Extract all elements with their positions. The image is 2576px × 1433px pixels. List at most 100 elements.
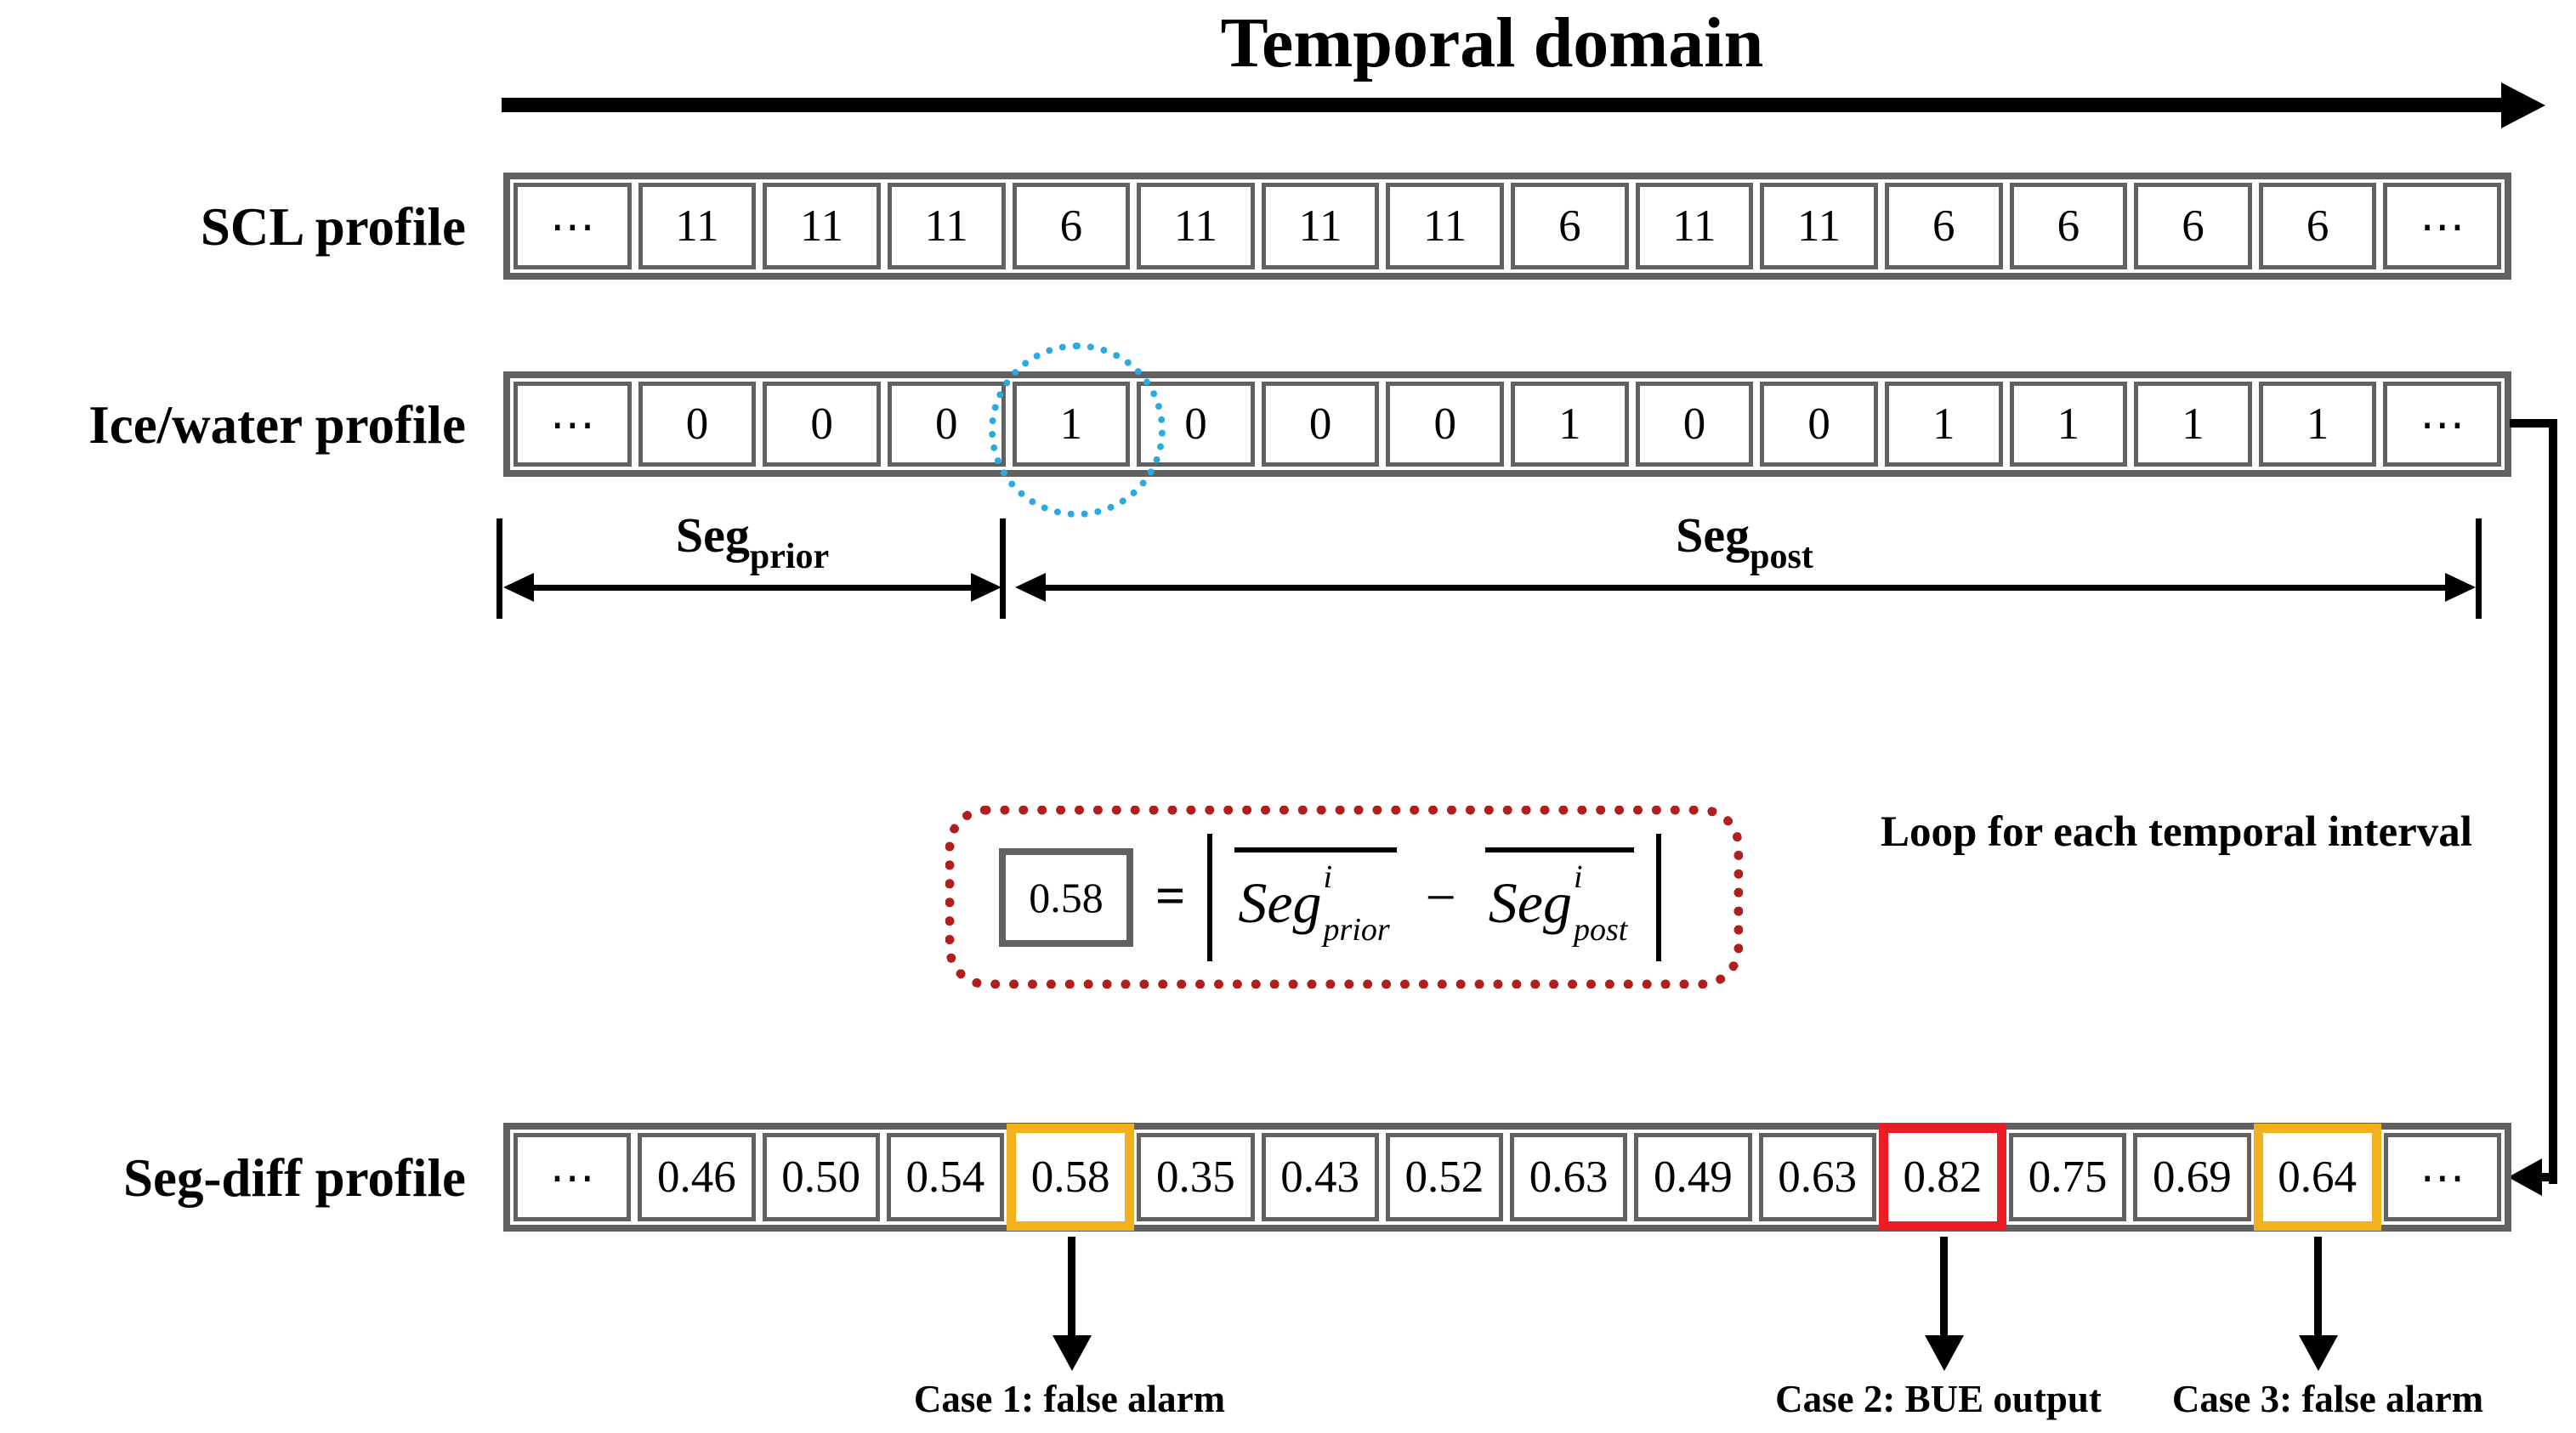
seg-post-arrowhead-left-icon: [1015, 573, 1046, 602]
abs-bar-right-icon: [1656, 833, 1662, 961]
term-prior-scripts: i prior: [1322, 858, 1390, 948]
segdiff-cell-value: 0.54: [905, 1153, 985, 1202]
term-post-superscript: i: [1573, 858, 1583, 895]
segdiff-cell-value: 0.35: [1156, 1153, 1235, 1202]
ice-cell-value: 0: [1433, 399, 1456, 449]
seg-post-extent-line: [1037, 585, 2454, 591]
scl-cell-6: 11: [1261, 183, 1380, 269]
case2-arrow-line: [1940, 1237, 1948, 1337]
segdiff-cell-15: ⋯: [2383, 1133, 2501, 1221]
temporal-domain-arrow-head-icon: [2501, 82, 2545, 128]
segdiff-cell-1: 0.46: [638, 1133, 756, 1221]
scl-cell-value: 11: [675, 201, 719, 251]
term-post-subscript: post: [1573, 911, 1628, 948]
ice-cell-11: 1: [1884, 382, 2003, 467]
ice-cell-value: 0: [1308, 399, 1332, 449]
scl-cell-value: ⋯: [2420, 201, 2465, 252]
term-post-scripts: i post: [1572, 858, 1627, 948]
ice-cell-14: 1: [2258, 382, 2377, 467]
segdiff-cell-8: 0.63: [1510, 1133, 1628, 1221]
segdiff-cell-value: 0.46: [657, 1153, 736, 1202]
seg-prior-arrowhead-left-icon: [503, 573, 534, 602]
scl-cell-value: ⋯: [549, 201, 595, 252]
scl-cell-value: 11: [800, 201, 844, 251]
segdiff-cell-5: 0.35: [1137, 1133, 1255, 1221]
ice-cell-1: 0: [638, 382, 757, 467]
ice-cell-value: 0: [685, 399, 709, 449]
scl-cell-0: ⋯: [513, 183, 632, 269]
ice-cell-value: 0: [1184, 399, 1207, 449]
segdiff-cell-value: 0.52: [1404, 1153, 1484, 1202]
scl-cell-2: 11: [763, 183, 881, 269]
segdiff-cell-10: 0.63: [1758, 1133, 1876, 1221]
seg-post-arrowhead-right-icon: [2445, 573, 2476, 602]
seg-prior-left-tick: [496, 518, 502, 619]
scl-cell-value: 11: [1173, 201, 1217, 251]
equals-sign: =: [1155, 868, 1186, 926]
segdiff-cell-value: 0.50: [781, 1153, 860, 1202]
ice-cell-6: 0: [1261, 382, 1380, 467]
segdiff-cell-value: 0.75: [2028, 1153, 2108, 1202]
ice-cell-2: 0: [763, 382, 881, 467]
scl-cell-value: 6: [1059, 201, 1083, 251]
loop-connector-arrowhead-icon: [2508, 1158, 2542, 1196]
loop-connector-top-segment: [2510, 419, 2557, 428]
scl-cell-8: 6: [1511, 183, 1629, 269]
scl-cell-value: 11: [924, 201, 968, 251]
segdiff-cell-value: 0.82: [1903, 1153, 1983, 1202]
term-prior-subscript: prior: [1323, 911, 1390, 948]
loop-connector-bottom-segment: [2537, 1173, 2557, 1181]
formula-result-value: 0.58: [1029, 873, 1104, 921]
abs-bar-left-icon: [1207, 833, 1213, 961]
ice-cell-12: 1: [2009, 382, 2128, 467]
seg-prior-extent-line: [525, 585, 984, 591]
scl-cell-value: 6: [2306, 201, 2329, 251]
scl-cell-value: 6: [2057, 201, 2080, 251]
scl-cell-14: 6: [2258, 183, 2377, 269]
segdiff-cell-value: 0.69: [2153, 1153, 2232, 1202]
segdiff-cell-11: 0.82: [1878, 1124, 2006, 1231]
scl-cell-value: 6: [2182, 201, 2204, 251]
ice-cell-value: 1: [2306, 399, 2329, 449]
scl-cell-value: 6: [1932, 201, 1955, 251]
scl-cell-1: 11: [638, 183, 757, 269]
seg-post-subscript: post: [1750, 536, 1813, 576]
scl-cell-value: 11: [1672, 201, 1716, 251]
ice-cell-7: 0: [1386, 382, 1504, 467]
ice-cell-13: 1: [2134, 382, 2252, 467]
scl-cell-value: 11: [1423, 201, 1467, 251]
scl-cell-9: 11: [1635, 183, 1754, 269]
scl-cell-value: 6: [1558, 201, 1581, 251]
scl-cell-4: 6: [1012, 183, 1131, 269]
seg-diff-profile-label: Seg-diff profile: [122, 1148, 466, 1208]
ice-cell-value: 1: [2182, 399, 2204, 449]
segdiff-cell-value: 0.63: [1529, 1153, 1609, 1202]
scl-cell-3: 11: [887, 183, 1006, 269]
segdiff-cell-12: 0.75: [2009, 1133, 2127, 1221]
case3-arrow-line: [2314, 1237, 2322, 1337]
ice-cell-10: 0: [1760, 382, 1878, 467]
case2-arrowhead-icon: [1925, 1335, 1964, 1371]
seg-post-label: Segpost: [1676, 507, 1813, 575]
segdiff-cell-value: 0.49: [1654, 1153, 1733, 1202]
ice-cell-value: 1: [1932, 399, 1955, 449]
seg-post-base: Seg: [1676, 507, 1750, 563]
seg-boundary-tick: [1000, 518, 1006, 619]
segdiff-cell-value: 0.64: [2278, 1153, 2357, 1202]
scl-profile-label: SCL profile: [200, 197, 466, 257]
case1-arrowhead-icon: [1053, 1335, 1092, 1371]
segdiff-cell-0: ⋯: [513, 1133, 632, 1221]
case1-arrow-line: [1068, 1237, 1075, 1337]
term-prior-superscript: i: [1323, 858, 1333, 895]
diagram-title: Temporal domain: [1220, 3, 1764, 82]
segdiff-cell-9: 0.49: [1634, 1133, 1752, 1221]
ice-cell-8: 1: [1511, 382, 1629, 467]
scl-cell-5: 11: [1137, 183, 1255, 269]
ice-cell-9: 0: [1635, 382, 1754, 467]
scl-cell-15: ⋯: [2383, 183, 2501, 269]
